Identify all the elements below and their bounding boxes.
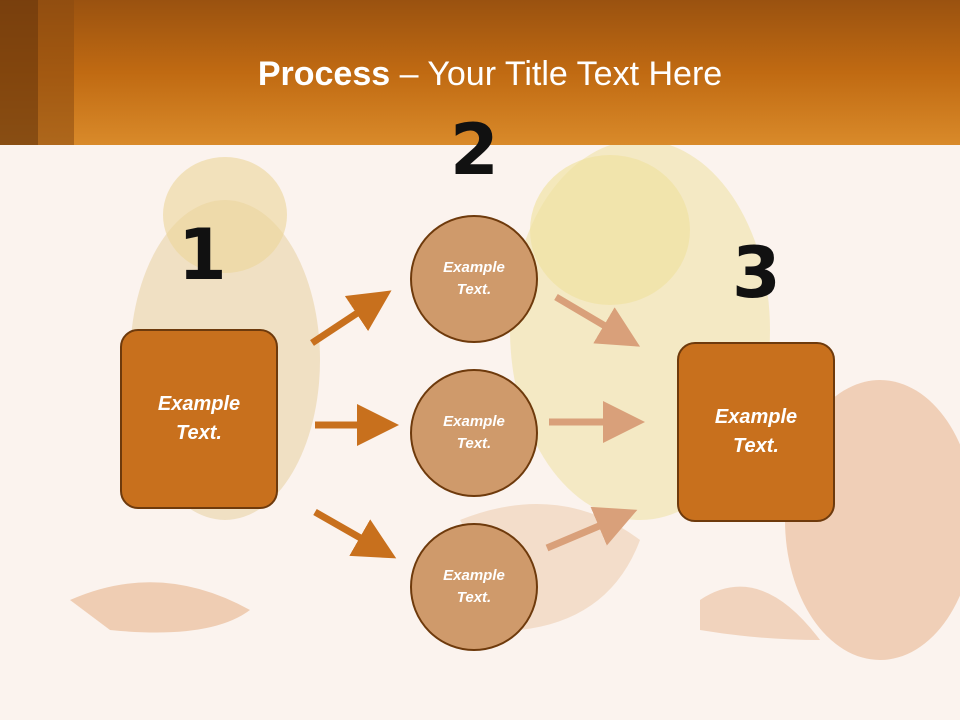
step-number-3: 3 — [732, 232, 781, 314]
step-number-2: 2 — [450, 109, 499, 191]
decor-strip — [0, 0, 38, 145]
circle-text-line1: Example — [443, 258, 505, 276]
page-title: Process – Your Title Text Here — [0, 55, 960, 94]
title-bold: Process — [257, 55, 391, 93]
box-text-line1: Example — [714, 406, 798, 428]
title-rest: – Your Title Text Here — [390, 55, 723, 93]
decor-strip — [38, 0, 74, 145]
title-bar — [0, 0, 960, 145]
circle-text-line1: Example — [443, 566, 505, 584]
circle-text-line2: Text. — [456, 435, 492, 452]
box-text-line2: Text. — [176, 422, 222, 444]
circle-text-line1: Example — [443, 412, 505, 430]
circle-text-line2: Text. — [456, 589, 492, 606]
circle-text-line2: Text. — [456, 281, 492, 298]
step-number-1: 1 — [178, 214, 227, 296]
box-text-line2: Text. — [733, 435, 779, 457]
box-text-line1: Example — [157, 393, 241, 415]
